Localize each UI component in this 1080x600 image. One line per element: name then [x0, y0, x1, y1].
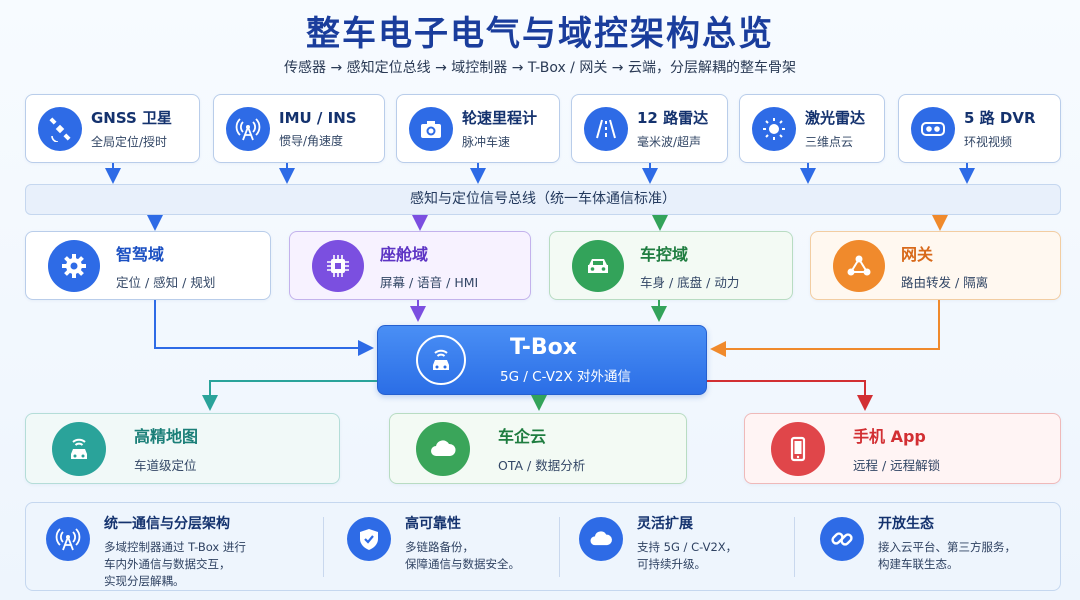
domain-card-vehicle-control[interactable]: 车控域 车身 / 底盘 / 动力 — [549, 231, 793, 300]
signal-bus: 感知与定位信号总线（统一车体通信标准） — [25, 184, 1061, 215]
cloud-icon — [579, 517, 623, 561]
cloud-sub: 远程 / 远程解锁 — [853, 458, 941, 473]
tbox-card[interactable]: T-Box 5G / C-V2X 对外通信 — [377, 325, 707, 395]
domain-card-adas[interactable]: 智驾域 定位 / 感知 / 规划 — [25, 231, 271, 300]
sensor-title: 5 路 DVR — [964, 109, 1036, 127]
domain-sub: 屏幕 / 语音 / HMI — [380, 274, 479, 290]
cloud-title: 手机 App — [853, 427, 926, 446]
cloud-card-oem-cloud[interactable]: 车企云 OTA / 数据分析 — [389, 413, 687, 484]
tbox-title: T-Box — [510, 335, 577, 360]
camera-icon — [409, 106, 453, 151]
domain-sub: 定位 / 感知 / 规划 — [116, 274, 216, 290]
feature-title: 灵活扩展 — [637, 516, 693, 532]
tbox-sub: 5G / C-V2X 对外通信 — [500, 369, 632, 385]
sensor-card-dvr[interactable]: 5 路 DVR 环视视频 — [898, 94, 1061, 163]
feature-title: 开放生态 — [878, 516, 934, 532]
cloud-sub: OTA / 数据分析 — [498, 458, 586, 473]
domain-sub: 路由转发 / 隔离 — [901, 274, 989, 290]
feature-item: 灵活扩展 支持 5G / C-V2X， 可持续升级。 — [579, 513, 737, 573]
antenna-icon — [46, 517, 90, 561]
feature-desc: 多域控制器通过 T-Box 进行 车内外通信与数据交互， 实现分层解耦。 — [104, 540, 246, 588]
sensor-title: 激光雷达 — [805, 109, 866, 127]
cloud-title: 高精地图 — [134, 427, 199, 446]
feature-desc: 多链路备份， 保障通信与数据安全。 — [405, 540, 520, 571]
gear-icon — [48, 239, 100, 292]
sensor-title: 轮速里程计 — [462, 109, 538, 127]
cloud-icon — [416, 421, 470, 476]
dvr-icon — [911, 106, 955, 151]
sensor-card-gnss[interactable]: GNSS 卫星 全局定位/授时 — [25, 94, 200, 163]
domain-card-cockpit[interactable]: 座舱域 屏幕 / 语音 / HMI — [289, 231, 531, 300]
domain-title: 车控域 — [640, 244, 689, 264]
domain-title: 网关 — [901, 244, 934, 264]
domain-card-gateway[interactable]: 网关 路由转发 / 隔离 — [810, 231, 1061, 300]
feature-item: 开放生态 接入云平台、第三方服务， 构建车联生态。 — [820, 513, 1016, 573]
sensor-title: GNSS 卫星 — [91, 109, 173, 127]
cloud-card-hd-map[interactable]: 高精地图 车道级定位 — [25, 413, 340, 484]
car-icon — [572, 239, 624, 292]
divider — [323, 517, 324, 577]
feature-desc: 接入云平台、第三方服务， 构建车联生态。 — [878, 540, 1016, 571]
road-icon — [584, 106, 628, 151]
sensor-card-imu[interactable]: IMU / INS 惯导/角速度 — [213, 94, 385, 163]
divider — [559, 517, 560, 577]
feature-strip: 统一通信与分层架构 多域控制器通过 T-Box 进行 车内外通信与数据交互， 实… — [25, 502, 1061, 591]
shield-icon — [347, 517, 391, 561]
chip-icon — [312, 239, 364, 292]
feature-desc: 支持 5G / C-V2X， 可持续升级。 — [637, 540, 738, 571]
page-subtitle: 传感器 → 感知定位总线 → 域控制器 → T-Box / 网关 → 云端，分层… — [284, 60, 796, 76]
feature-title: 高可靠性 — [405, 516, 461, 532]
sensor-title: 12 路雷达 — [637, 109, 709, 127]
sensor-sub: 三维点云 — [805, 135, 854, 149]
feature-item: 高可靠性 多链路备份， 保障通信与数据安全。 — [347, 513, 520, 573]
cloud-card-mobile-app[interactable]: 手机 App 远程 / 远程解锁 — [744, 413, 1061, 484]
domain-title: 座舱域 — [380, 244, 429, 264]
sensor-sub: 脉冲车速 — [462, 135, 511, 149]
domain-title: 智驾域 — [116, 244, 165, 264]
feature-item: 统一通信与分层架构 多域控制器通过 T-Box 进行 车内外通信与数据交互， 实… — [46, 513, 246, 590]
network-icon — [833, 239, 885, 292]
phone-icon — [771, 421, 825, 476]
sensor-sub: 全局定位/授时 — [91, 135, 168, 149]
sun-icon — [752, 106, 796, 151]
sensor-sub: 惯导/角速度 — [279, 133, 344, 148]
link-icon — [820, 517, 864, 561]
sensor-sub: 毫米波/超声 — [637, 135, 702, 149]
sensor-sub: 环视视频 — [964, 135, 1013, 149]
divider — [794, 517, 795, 577]
sensor-title: IMU / INS — [279, 108, 357, 127]
sensor-card-lidar[interactable]: 激光雷达 三维点云 — [739, 94, 885, 163]
page-title: 整车电子电气与域控架构总览 — [306, 14, 774, 54]
antenna-icon — [226, 106, 270, 151]
sensor-card-odometer[interactable]: 轮速里程计 脉冲车速 — [396, 94, 560, 163]
connected-car-icon — [416, 335, 466, 385]
cloud-sub: 车道级定位 — [134, 458, 197, 473]
cloud-title: 车企云 — [498, 427, 547, 446]
domain-sub: 车身 / 底盘 / 动力 — [640, 274, 740, 290]
feature-title: 统一通信与分层架构 — [104, 516, 230, 532]
sensor-card-radar[interactable]: 12 路雷达 毫米波/超声 — [571, 94, 728, 163]
connected-car-icon — [52, 421, 106, 476]
satellite-icon — [38, 106, 82, 151]
